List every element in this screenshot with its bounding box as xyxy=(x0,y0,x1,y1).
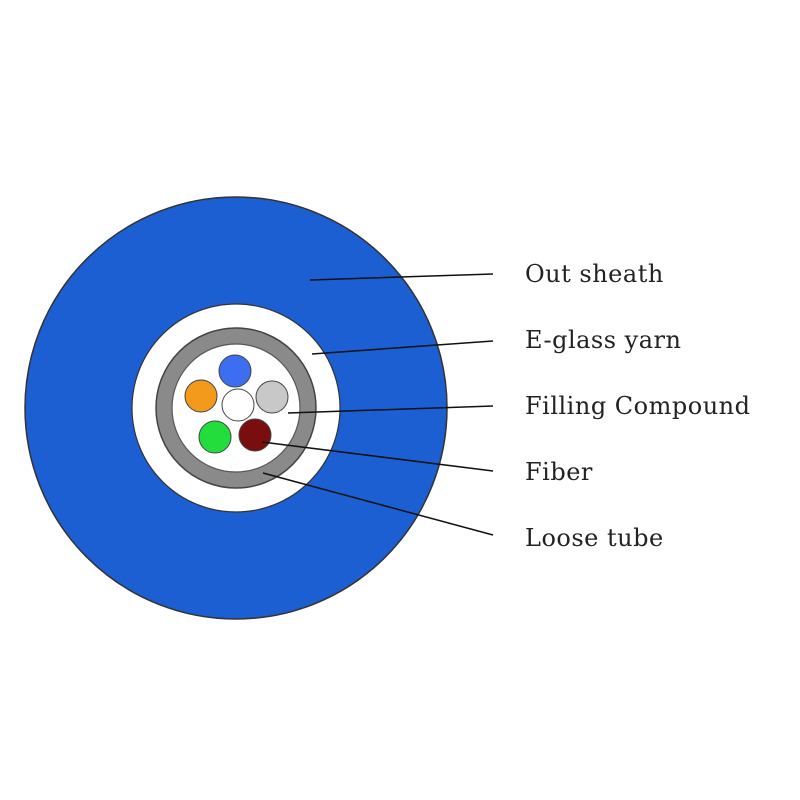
fiber-leader xyxy=(261,441,494,472)
fiber-grey xyxy=(255,380,289,414)
fiber-blue xyxy=(218,354,252,388)
fiber-bundle xyxy=(184,354,289,454)
out-sheath-label: Out sheath xyxy=(525,260,664,288)
fiber-green xyxy=(198,420,232,454)
filling-compound-leader xyxy=(287,405,494,414)
e-glass-yarn-leader xyxy=(311,340,494,355)
e-glass-yarn-label: E-glass yarn xyxy=(525,326,681,354)
out-sheath-leader xyxy=(309,273,494,281)
loose-tube-label: Loose tube xyxy=(525,524,664,552)
fiber-orange xyxy=(184,379,218,413)
loose-tube-leader xyxy=(262,472,494,536)
fiber-red xyxy=(238,418,272,452)
fiber-white xyxy=(221,388,255,422)
filling-compound-label: Filling Compound xyxy=(525,392,750,420)
fiber-label: Fiber xyxy=(525,458,593,486)
